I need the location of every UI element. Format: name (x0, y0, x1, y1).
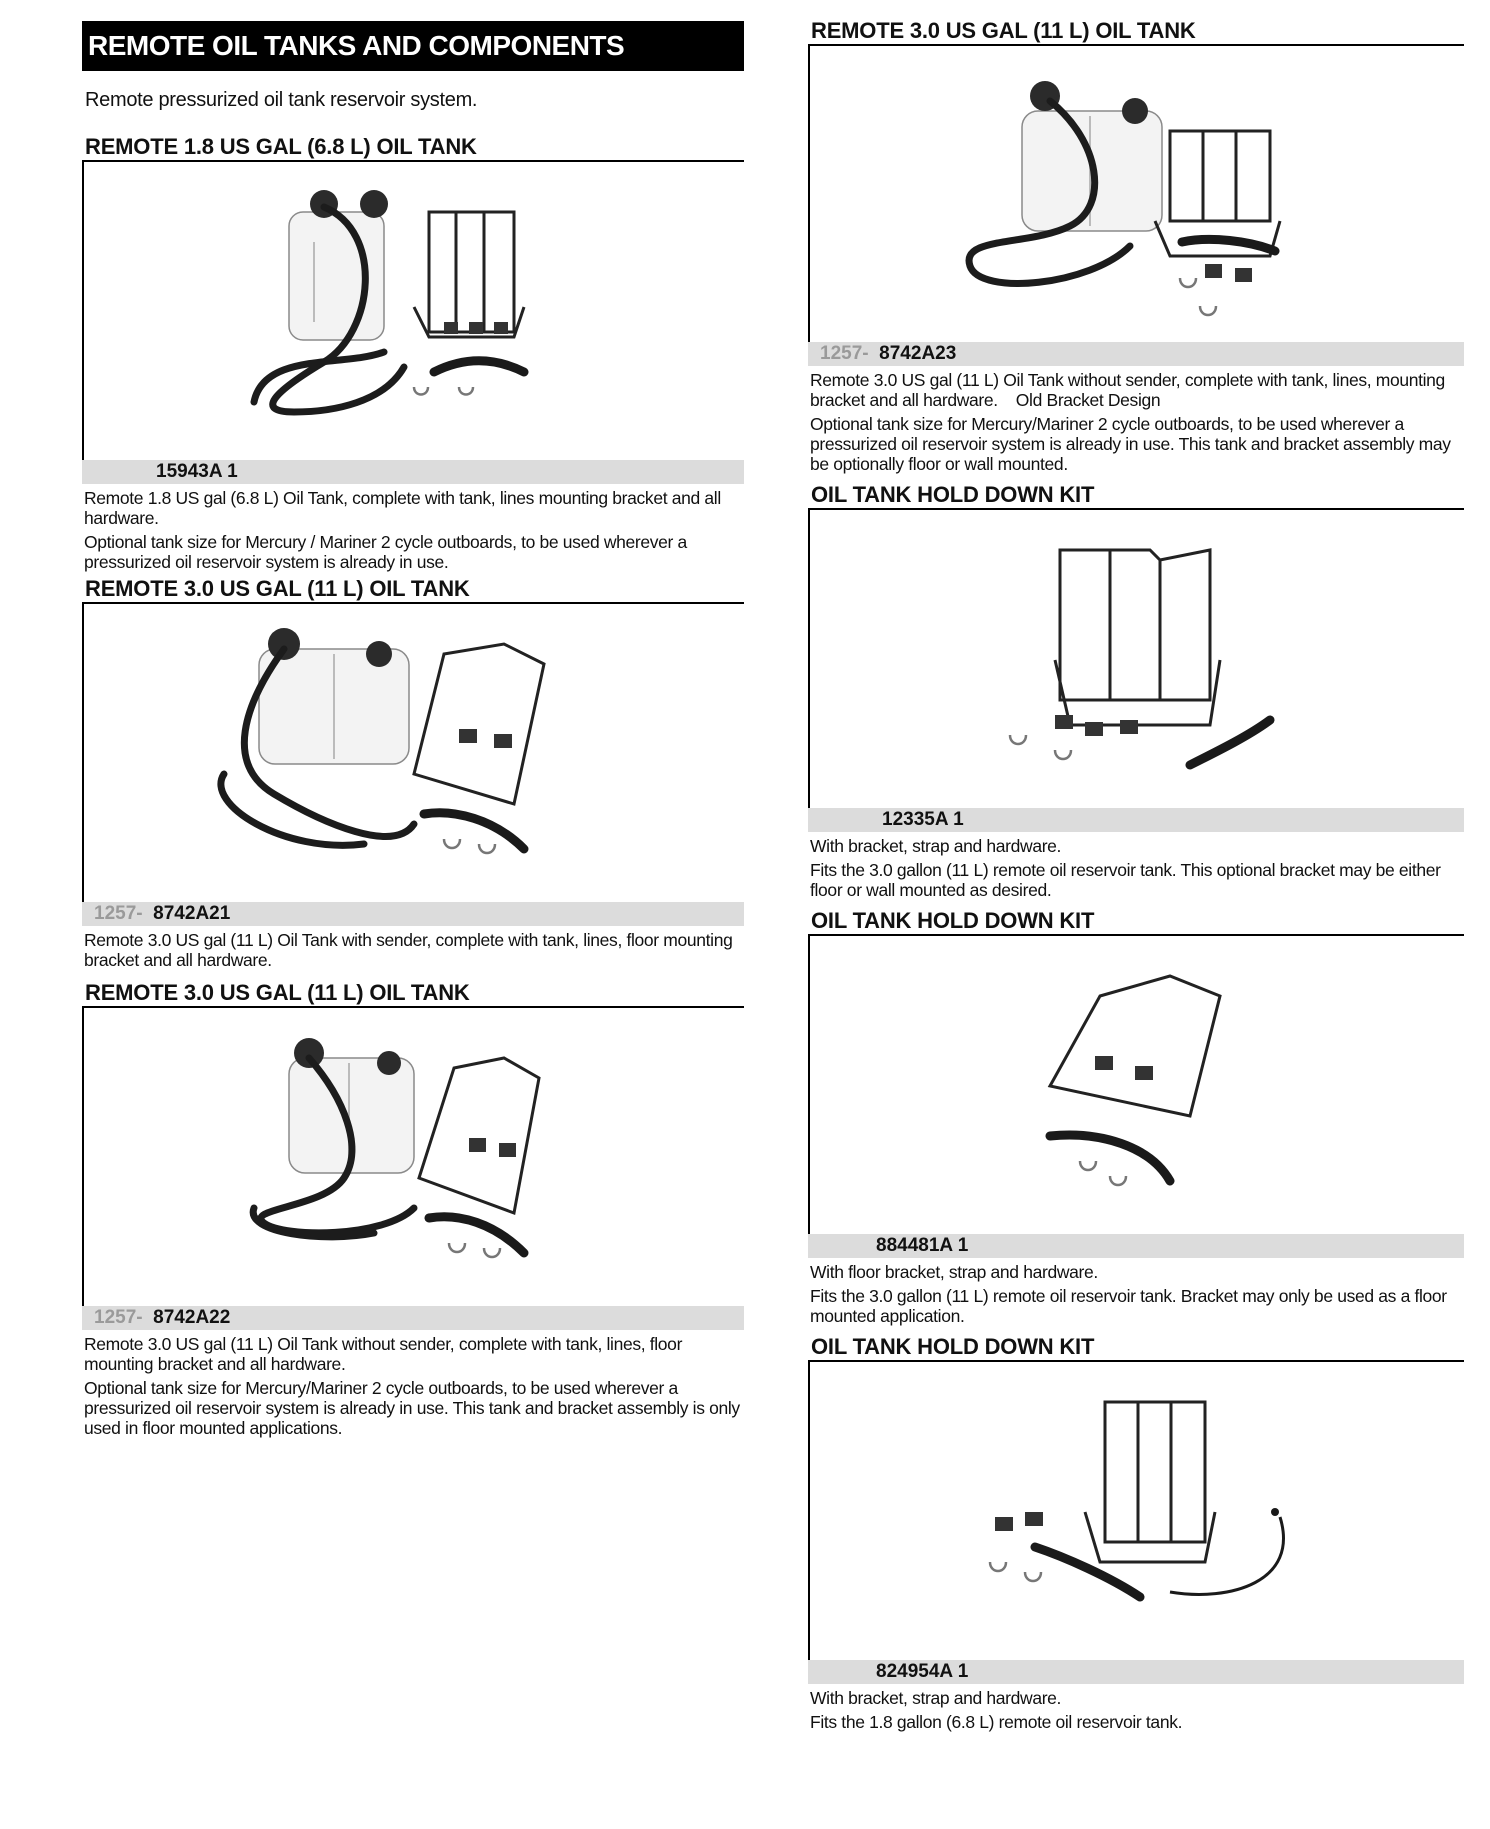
section-title: REMOTE 3.0 US GAL (11 L) OIL TANK (808, 18, 1464, 46)
description-line: Remote 3.0 US gal (11 L) Oil Tank with s… (84, 930, 733, 970)
part-number-bar: 824954A 1 (808, 1660, 1464, 1684)
product-image-box (808, 510, 1464, 808)
left-column: REMOTE OIL TANKS AND COMPONENTS Remote p… (82, 0, 744, 1442)
section-title: REMOTE 3.0 US GAL (11 L) OIL TANK (82, 980, 744, 1008)
description-line: Optional tank size for Mercury/Mariner 2… (84, 1378, 740, 1438)
intro-text: Remote pressurized oil tank reservoir sy… (85, 89, 478, 111)
product-15943A: REMOTE 1.8 US GAL (6.8 L) OIL TANK (82, 134, 744, 572)
product-illustration (217, 628, 546, 855)
product-illustration (965, 81, 1282, 317)
part-number: 8742A22 (153, 1307, 231, 1328)
product-image-box (808, 46, 1464, 342)
description-line: With bracket, strap and hardware. (810, 836, 1062, 856)
description-line: Optional tank size for Mercury / Mariner… (84, 532, 687, 572)
product-illustration (250, 190, 529, 416)
product-illustration (1008, 548, 1275, 770)
description: Remote 3.0 US gal (11 L) Oil Tank withou… (82, 1334, 744, 1438)
tank-shape (288, 1057, 415, 1174)
description-line: Remote 3.0 US gal (11 L) Oil Tank withou… (810, 370, 1450, 410)
product-image-box (808, 936, 1464, 1234)
product-824954A: OIL TANK HOLD DOWN KIT 824954A 1 With br… (808, 1334, 1464, 1732)
product-8742A22: REMOTE 3.0 US GAL (11 L) OIL TANK 1257- … (82, 980, 744, 1438)
right-column: REMOTE 3.0 US GAL (11 L) OIL TANK 1257- (808, 0, 1464, 1736)
description-line: Fits the 3.0 gallon (11 L) remote oil re… (810, 860, 1441, 900)
description: Remote 3.0 US gal (11 L) Oil Tank withou… (808, 370, 1464, 474)
part-prefix: 1257- (94, 1307, 143, 1328)
product-8742A21: REMOTE 3.0 US GAL (11 L) OIL TANK 1257- … (82, 576, 744, 970)
description: With floor bracket, strap and hardware. … (808, 1262, 1464, 1326)
part-number: 12335A 1 (882, 809, 964, 830)
description-line: With bracket, strap and hardware. (810, 1688, 1062, 1708)
product-image-box (82, 1008, 744, 1306)
product-image-box (808, 1362, 1464, 1660)
part-prefix: 1257- (820, 343, 869, 364)
page-title: REMOTE OIL TANKS AND COMPONENTS (82, 21, 744, 71)
section-title: OIL TANK HOLD DOWN KIT (808, 482, 1464, 510)
part-number: 884481A 1 (876, 1235, 969, 1256)
section-title: OIL TANK HOLD DOWN KIT (808, 908, 1464, 936)
description-line: Fits the 3.0 gallon (11 L) remote oil re… (810, 1286, 1447, 1326)
description: With bracket, strap and hardware. Fits t… (808, 836, 1464, 900)
product-illustration (249, 1038, 541, 1259)
part-number: 8742A21 (153, 903, 231, 924)
part-number-bar: 884481A 1 (808, 1234, 1464, 1258)
part-number: 824954A 1 (876, 1661, 969, 1682)
description: Remote 3.0 US gal (11 L) Oil Tank with s… (82, 930, 744, 970)
part-number-bar: 15943A 1 (82, 460, 744, 484)
product-illustration (1045, 974, 1222, 1187)
product-8742A23: REMOTE 3.0 US GAL (11 L) OIL TANK 1257- (808, 18, 1464, 474)
part-number-bar: 12335A 1 (808, 808, 1464, 832)
product-12335A: OIL TANK HOLD DOWN KIT 12335A 1 With bra… (808, 482, 1464, 900)
description-line: Optional tank size for Mercury/Mariner 2… (810, 414, 1451, 474)
description-line: Remote 1.8 US gal (6.8 L) Oil Tank, comp… (84, 488, 721, 528)
description: With bracket, strap and hardware. Fits t… (808, 1688, 1464, 1732)
tank-shape (288, 211, 385, 341)
product-image-box (82, 162, 744, 460)
part-number-bar: 1257- 8742A23 (808, 342, 1464, 366)
description-line: Fits the 1.8 gallon (6.8 L) remote oil r… (810, 1712, 1183, 1732)
description: Remote 1.8 US gal (6.8 L) Oil Tank, comp… (82, 488, 744, 572)
part-number-bar: 1257- 8742A22 (82, 1306, 744, 1330)
part-number-bar: 1257- 8742A21 (82, 902, 744, 926)
section-title: REMOTE 1.8 US GAL (6.8 L) OIL TANK (82, 134, 744, 162)
product-image-box (82, 604, 744, 902)
product-illustration (988, 1400, 1285, 1602)
section-title: OIL TANK HOLD DOWN KIT (808, 1334, 1464, 1362)
description-line: With floor bracket, strap and hardware. (810, 1262, 1098, 1282)
description-line: Remote 3.0 US gal (11 L) Oil Tank withou… (84, 1334, 683, 1374)
part-number: 8742A23 (879, 343, 957, 364)
part-number: 15943A 1 (156, 461, 238, 482)
section-title: REMOTE 3.0 US GAL (11 L) OIL TANK (82, 576, 744, 604)
product-884481A: OIL TANK HOLD DOWN KIT 884481A 1 With fl… (808, 908, 1464, 1326)
part-prefix: 1257- (94, 903, 143, 924)
